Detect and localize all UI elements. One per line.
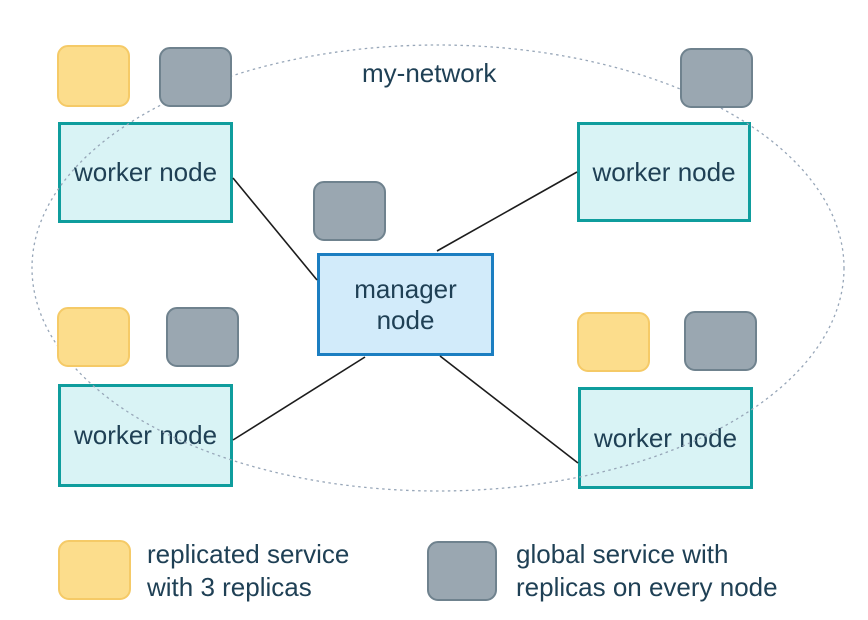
legend-replicated-line2: with 3 replicas <box>147 572 312 602</box>
global-service-icon <box>684 311 757 371</box>
replicated-service-icon <box>57 45 130 107</box>
global-service-icon <box>680 48 753 108</box>
worker-node-label: worker node <box>592 156 736 187</box>
legend-replicated-text: replicated service with 3 replicas <box>147 538 349 604</box>
worker-node-label: worker node <box>73 420 218 450</box>
manager-node-label-line2: node <box>376 304 435 335</box>
worker-node-top-right: worker node <box>577 122 751 222</box>
global-service-icon <box>159 47 232 107</box>
legend-replicated-line1: replicated service <box>147 539 350 569</box>
link-manager-worker-bottom-left <box>232 356 366 441</box>
global-service-icon <box>166 307 239 367</box>
network-label: my-network <box>362 58 497 88</box>
legend-replicated-service-icon <box>58 540 131 600</box>
legend-global-service-icon <box>427 541 497 601</box>
worker-node-label: worker node <box>73 157 218 187</box>
manager-node-label-line1: manager <box>354 273 457 304</box>
worker-node-bottom-right: worker node <box>578 387 753 489</box>
link-manager-worker-bottom-right <box>439 355 579 464</box>
worker-node-top-left: worker node <box>58 122 233 223</box>
worker-node-label: worker node <box>593 422 738 453</box>
manager-node: manager node <box>317 253 494 356</box>
replicated-service-icon <box>57 307 130 367</box>
replicated-service-icon <box>577 312 650 372</box>
global-service-icon <box>313 181 386 241</box>
worker-node-bottom-left: worker node <box>58 384 233 487</box>
link-manager-worker-top-right <box>436 171 578 252</box>
legend-global-line2: replicas on every node <box>516 572 778 602</box>
legend-global-line1: global service with <box>516 539 729 569</box>
legend-global-text: global service with replicas on every no… <box>516 538 778 604</box>
link-manager-worker-top-left <box>232 177 318 281</box>
